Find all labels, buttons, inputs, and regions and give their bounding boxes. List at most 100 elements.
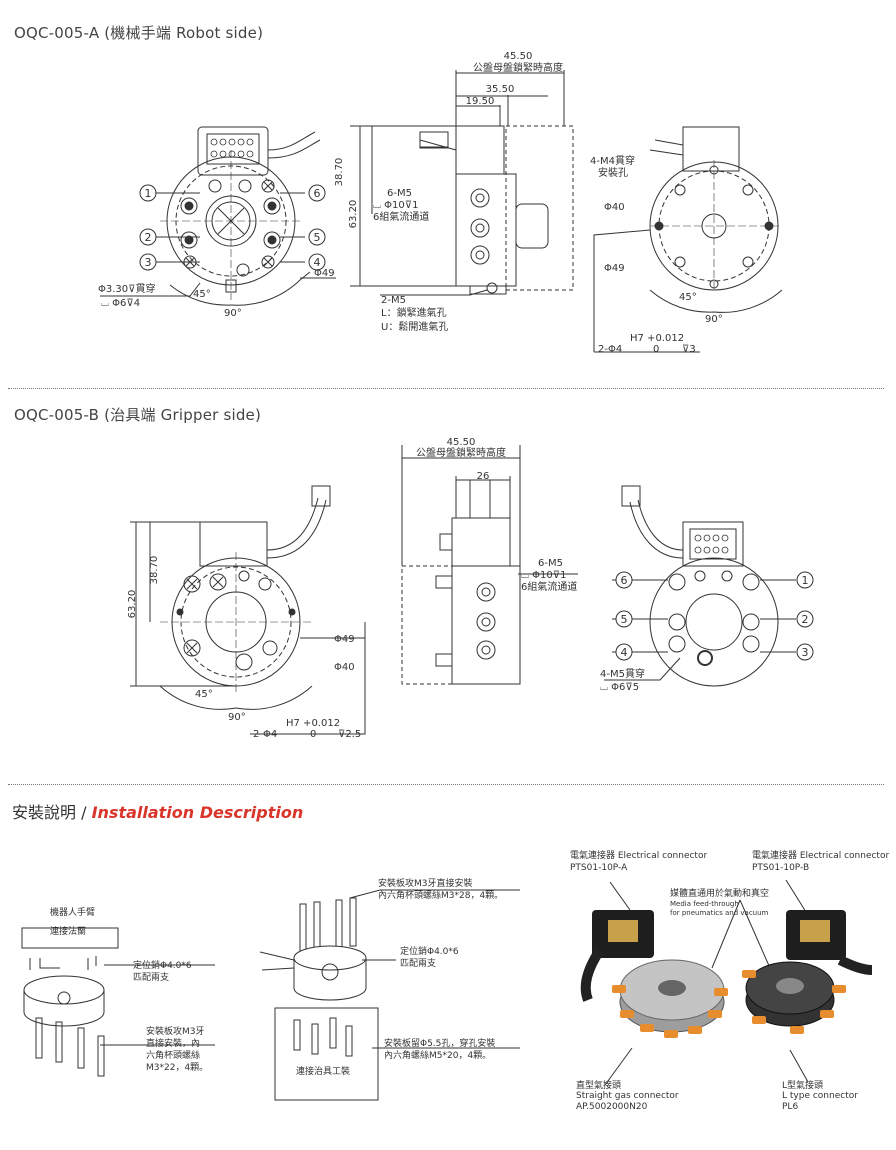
lbl-media3: for pneumatics and vacuum xyxy=(670,909,769,917)
dim-90deg: 90° xyxy=(224,308,242,319)
l-port: L：鎖緊進氣孔 xyxy=(381,306,447,319)
back-phi49: Φ49 xyxy=(604,263,625,274)
installation-title-cn: 安裝說明 / xyxy=(12,803,92,822)
lbl-ltype1: L型氣接頭 xyxy=(782,1079,823,1091)
dim-63-20: 63.20 xyxy=(348,200,359,229)
lbl-straight2: Straight gas connector xyxy=(576,1091,679,1101)
lbl-media2: Media feed-through xyxy=(670,900,739,908)
g-dim-26: 26 xyxy=(477,471,490,482)
dim-mate-label: 公盤母盤鎖緊時高度 xyxy=(473,61,563,74)
back-90deg: 90° xyxy=(705,314,723,325)
lbl-left-screw3: 六角杯頭螺絲 xyxy=(146,1049,200,1061)
robot-back-view xyxy=(593,126,783,353)
lbl-elec-a: 電氣連接器 Electrical connector xyxy=(570,849,707,861)
lbl-left-screw2: 直接安裝，內 xyxy=(146,1037,200,1049)
back-45deg: 45° xyxy=(679,292,697,303)
lbl-left-screw1: 安裝板攻M3牙 xyxy=(146,1025,205,1037)
lbl-robot-arm: 機器人手臂 xyxy=(50,906,95,918)
callout-3: 3 xyxy=(145,256,152,269)
dim-38-70: 38.70 xyxy=(334,158,345,187)
g-pin-tolerance: H7 +0.012 xyxy=(286,718,340,729)
robot-front-view xyxy=(160,126,321,306)
lbl-mid-pin2: 匹配兩支 xyxy=(400,957,436,969)
lbl-mid-pin: 定位銷Φ4.0*6 xyxy=(400,945,459,957)
lbl-mid-fixture: 連接治具工裝 xyxy=(296,1065,350,1077)
divider-1 xyxy=(8,388,884,389)
lbl-mid-bot2: 內六角螺絲M5*20，4顆。 xyxy=(384,1049,491,1061)
installation-title-en: Installation Description xyxy=(91,803,304,822)
hole-spec-a: Φ3.30⊽貫穿 xyxy=(98,282,155,295)
callout-circle-3 xyxy=(139,253,157,271)
install-left-assembly xyxy=(21,927,215,1077)
dim-35-50: 35.50 xyxy=(486,84,515,95)
g-dim-phi49: Φ49 xyxy=(334,634,355,645)
pin-label: 2-Φ4 xyxy=(598,344,622,355)
port-desc: 6組氣流通道 xyxy=(373,210,429,223)
callout-5: 5 xyxy=(314,231,321,244)
pin-zero: 0 xyxy=(653,344,659,355)
gripper-back-view xyxy=(604,485,796,687)
lbl-elec-b-pn: PTS01-10P-B xyxy=(752,863,809,873)
g-pin-depth: ⊽2.5 xyxy=(338,729,361,740)
divider-2 xyxy=(8,784,884,785)
product-b-photo xyxy=(742,910,873,1034)
m4-desc: 安裝孔 xyxy=(598,166,628,179)
g-port-m5: 6-M5 xyxy=(538,558,563,569)
g-callout-6: 6 xyxy=(621,574,628,587)
lbl-left-screw4: M3*22，4顆。 xyxy=(146,1062,208,1073)
callout-circle-2 xyxy=(139,228,157,246)
g-dim-63-20: 63.20 xyxy=(127,590,138,619)
gripper-side-view xyxy=(401,445,578,685)
lbl-mid-top1: 安裝板攻M3牙直接安裝 xyxy=(378,877,473,889)
g-m5-depth: ⌴ Φ6⊽5 xyxy=(600,682,639,693)
g-callout-5: 5 xyxy=(621,613,628,626)
lbl-straight1: 直型氣接頭 xyxy=(576,1079,621,1091)
g-pin-label: 2-Φ4 xyxy=(253,729,277,740)
product-a-photo xyxy=(580,910,728,1038)
pin-depth: ⊽3 xyxy=(682,344,696,355)
installation-title: 安裝說明 / Installation Description xyxy=(12,799,303,823)
m4-holes: 4-M4貫穿 xyxy=(590,154,635,167)
g-callout-2: 2 xyxy=(802,613,809,626)
g-callout-3: 3 xyxy=(802,646,809,659)
gripper-side-drawing: 1 2 3 4 5 6 45.50 公盤母盤鎖緊時高度 26 38.70 63.… xyxy=(127,437,814,740)
lbl-mid-top2: 內六角杯頭螺絲M3*28，4顆。 xyxy=(378,889,503,901)
callout-4: 4 xyxy=(314,256,321,269)
lbl-flange: 連接法蘭 xyxy=(50,925,86,937)
robot-side-title: OQC-005-A (機械手端 Robot side) xyxy=(14,24,264,42)
g-callout-1: 1 xyxy=(802,574,809,587)
gripper-front-view xyxy=(130,485,366,735)
g-dim-38-70: 38.70 xyxy=(149,556,160,585)
callout-circle-6 xyxy=(308,184,326,202)
robot-side-view xyxy=(350,70,574,295)
g-port-depth: ⌴ Φ10⊽1 xyxy=(521,570,566,581)
hole-spec-b: ⌴ Φ6⊽4 xyxy=(101,298,140,309)
install-middle-assembly xyxy=(259,889,520,1101)
lbl-elec-b: 電氣連接器 Electrical connector xyxy=(752,849,889,861)
back-phi40: Φ40 xyxy=(604,202,625,213)
lbl-media1: 媒體直通用於氣動和真空 xyxy=(670,887,769,899)
lbl-ltype2: L type connector xyxy=(782,1091,858,1101)
gripper-side-title: OQC-005-B (治具端 Gripper side) xyxy=(14,406,262,424)
callout-circle-5 xyxy=(308,228,326,246)
m5-2: 2-M5 xyxy=(381,295,406,306)
lbl-left-pin: 定位銷Φ4.0*6 xyxy=(133,959,192,971)
g-dim-45deg: 45° xyxy=(195,689,213,700)
robot-side-drawing: 1 2 3 4 5 6 45.50 公盤母盤鎖緊時高度 35.50 19.50 … xyxy=(98,51,783,355)
lbl-left-pin2: 匹配兩支 xyxy=(133,971,169,983)
g-dim-phi40: Φ40 xyxy=(334,662,355,673)
install-right-products xyxy=(604,879,809,1086)
pin-tolerance: H7 +0.012 xyxy=(630,333,684,344)
dim-19-50: 19.50 xyxy=(466,96,495,107)
lbl-mid-bot1: 安裝板留Φ5.5孔，穿孔安裝 xyxy=(384,1037,495,1049)
g-dim-mate-label: 公盤母盤鎖緊時高度 xyxy=(416,446,506,459)
u-port: U：鬆開進氣孔 xyxy=(381,320,448,333)
g-m5-holes: 4-M5貫穿 xyxy=(600,667,645,680)
dim-45-50: 45.50 xyxy=(504,51,533,62)
lbl-ltype3: PL6 xyxy=(782,1102,798,1112)
g-pin-zero: 0 xyxy=(310,729,316,740)
g-dim-90deg: 90° xyxy=(228,712,246,723)
port-m5: 6-M5 xyxy=(387,188,412,199)
dim-45deg: 45° xyxy=(193,289,211,300)
